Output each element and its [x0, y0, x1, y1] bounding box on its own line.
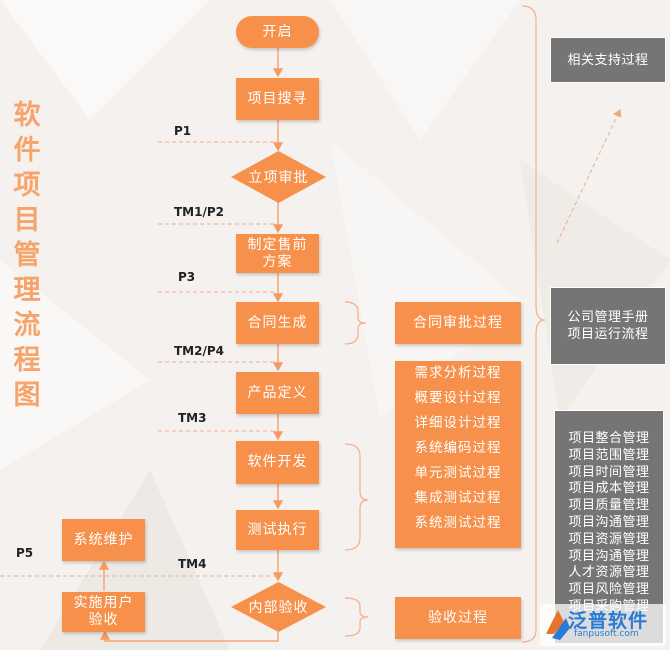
support-process-box: 相关支持过程: [550, 37, 666, 83]
brace-right-panel: [521, 5, 546, 643]
dashed-arrow-support: [556, 109, 622, 244]
phase-label-p1: P1: [174, 124, 192, 138]
approval-label: 立项审批: [248, 170, 309, 186]
management-item: 人才资源管理: [568, 565, 650, 581]
brace-dev: [344, 443, 369, 551]
implement-line-2: 验收: [88, 612, 119, 628]
presale-line-1: 制定售前: [247, 236, 308, 253]
dev-process-item: 详细设计过程: [414, 415, 502, 431]
management-item: 项目风险管理: [568, 582, 650, 598]
phase-label-tm2p4: TM2/P4: [174, 344, 225, 358]
product-definition-node: 产品定义: [236, 372, 319, 414]
phase-label-tm4: TM4: [178, 557, 207, 571]
maintenance-node: 系统维护: [62, 519, 145, 561]
presale-node: 制定售前 方案: [236, 234, 319, 273]
dev-process-item: 概要设计过程: [414, 390, 502, 406]
internal-acceptance-label: 内部验收: [248, 600, 309, 616]
logo-name: 泛普软件: [568, 610, 649, 632]
contract-approval-process: 合同审批过程: [395, 302, 521, 344]
phase-label-tm3: TM3: [178, 411, 207, 425]
presale-line-2: 方案: [262, 253, 293, 270]
start-node: 开启: [236, 16, 319, 48]
contract-node: 合同生成: [236, 302, 319, 344]
acceptance-process: 验收过程: [395, 597, 521, 639]
test-execution-node: 测试执行: [236, 510, 319, 550]
software-dev-node: 软件开发: [236, 441, 319, 484]
management-item: 项目范围管理: [568, 447, 650, 463]
project-search-node: 项目搜寻: [236, 78, 319, 120]
implement-acceptance-node: 实施用户 验收: [62, 592, 145, 632]
logo-icon: [540, 604, 666, 646]
diagram-title: 软 件 项 目 管 理 流 程 图: [13, 100, 41, 411]
brace-accept: [344, 597, 369, 637]
management-item: 项目沟通管理: [568, 514, 650, 530]
management-item: 项目资源管理: [568, 531, 650, 547]
management-item: 项目整合管理: [568, 431, 650, 446]
internal-acceptance-decision: 内部验收: [231, 582, 326, 632]
management-item: 项目沟通管理: [568, 548, 650, 564]
dev-process-item: 需求分析过程: [414, 365, 502, 381]
company-manual-box: 公司管理手册 项目运行流程: [550, 287, 666, 365]
management-item: 项目成本管理: [568, 481, 650, 497]
phase-label-p5: P5: [16, 546, 34, 560]
dev-process-item: 集成测试过程: [414, 490, 502, 506]
dev-process-list: 需求分析过程 概要设计过程 详细设计过程 系统编码过程 单元测试过程 集成测试过…: [395, 361, 521, 548]
brace-contract: [344, 301, 367, 345]
arrow-accept-implement: [99, 630, 279, 642]
approval-decision: 立项审批: [231, 151, 326, 203]
manual-line: 项目运行流程: [567, 327, 649, 342]
dev-process-item: 系统测试过程: [414, 515, 502, 531]
dev-process-item: 系统编码过程: [414, 440, 502, 456]
manual-line: 公司管理手册: [567, 310, 649, 325]
implement-line-1: 实施用户: [73, 595, 134, 611]
logo-url: fanpusoft.com: [574, 629, 639, 639]
phase-label-p3: P3: [178, 270, 196, 284]
dev-process-item: 单元测试过程: [414, 465, 502, 481]
phase-label-tm1p2: TM1/P2: [174, 205, 225, 219]
management-item: 项目质量管理: [568, 498, 650, 514]
management-item: 项目时间管理: [568, 464, 650, 480]
